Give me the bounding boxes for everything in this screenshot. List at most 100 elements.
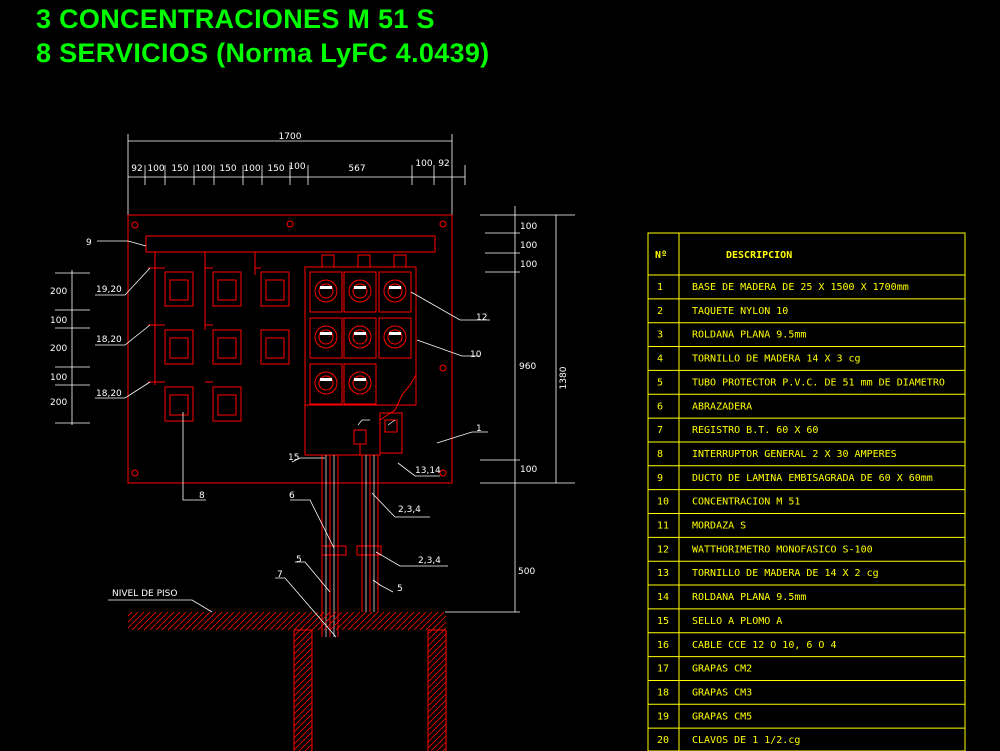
- table-cell-description: BASE DE MADERA DE 25 X 1500 X 1700mm: [692, 282, 909, 293]
- label-nivel-de-piso: NIVEL DE PISO: [112, 589, 177, 599]
- table-row: 5 TUBO PROTECTOR P.V.C. DE 51 mm DE DIAME…: [657, 377, 945, 388]
- dim-seg-2: 100: [147, 164, 164, 174]
- dim-seg-3: 150: [171, 164, 188, 174]
- table-row: 16 CABLE CCE 12 O 10, 6 O 4: [657, 640, 837, 651]
- table-cell-number: 2: [657, 306, 663, 317]
- dim-seg-8: 100: [288, 162, 305, 172]
- drawing-title-line1: 3 CONCENTRACIONES M 51 S: [36, 4, 435, 34]
- label-5-a: 5: [296, 555, 302, 565]
- label-6: 6: [289, 491, 295, 501]
- drawing-title-line2: 8 SERVICIOS (Norma LyFC 4.0439): [36, 38, 490, 68]
- table-row: 14 ROLDANA PLANA 9.5mm: [657, 592, 806, 603]
- label-1: 1: [476, 424, 482, 434]
- dim-left-200-2: 200: [50, 344, 67, 354]
- table-cell-description: MORDAZA S: [692, 521, 746, 532]
- table-cell-description: INTERRUPTOR GENERAL 2 X 30 AMPERES: [692, 449, 897, 460]
- label-2-3-4-a: 2,3,4: [398, 505, 421, 515]
- table-cell-number: 4: [657, 354, 663, 365]
- table-cell-description: WATTHORIMETRO MONOFASICO S-100: [692, 544, 873, 555]
- top-dimensions: [127, 134, 466, 215]
- table-cell-description: TORNILLO DE MADERA DE 14 X 2 cg: [692, 568, 879, 579]
- dim-right-1380: 1380: [559, 366, 569, 389]
- label-15: 15: [288, 453, 299, 463]
- table-cell-description: CONCENTRACION M 51: [692, 497, 800, 508]
- table-cell-number: 9: [657, 473, 663, 484]
- pit-wall-right: [428, 630, 446, 751]
- table-cell-number: 14: [657, 592, 669, 603]
- table-cell-description: DUCTO DE LAMINA EMBISAGRADA DE 60 X 60mm: [692, 473, 933, 484]
- dim-right-100-2: 100: [520, 241, 537, 251]
- dim-right-100-4: 100: [520, 465, 537, 475]
- table-cell-description: GRAPAS CM3: [692, 687, 752, 698]
- dim-seg-6: 100: [243, 164, 260, 174]
- table-cell-description: TORNILLO DE MADERA 14 X 3 cg: [692, 354, 861, 365]
- table-cell-number: 10: [657, 497, 669, 508]
- table-row: 9 DUCTO DE LAMINA EMBISAGRADA DE 60 X 60m…: [657, 473, 933, 484]
- floor-level-hatch: [128, 612, 446, 630]
- label-12: 12: [476, 313, 487, 323]
- table-cell-description: REGISTRO B.T. 60 X 60: [692, 425, 818, 436]
- table-cell-number: 5: [657, 377, 663, 388]
- label-2-3-4-b: 2,3,4: [418, 556, 441, 566]
- leader-lines: [95, 240, 490, 638]
- table-cell-number: 6: [657, 401, 663, 412]
- conduit-cables: [325, 455, 375, 637]
- conduits: [321, 455, 382, 637]
- table-cell-number: 13: [657, 568, 669, 579]
- table-cell-description: ABRAZADERA: [692, 401, 752, 412]
- table-row: 12 WATTHORIMETRO MONOFASICO S-100: [657, 544, 873, 555]
- table-row: 20 CLAVOS DE 1 1/2.cg: [657, 735, 800, 746]
- table-cell-description: TAQUETE NYLON 10: [692, 306, 788, 317]
- table-cell-number: 12: [657, 544, 669, 555]
- label-10: 10: [470, 350, 482, 360]
- left-dimensions: [55, 270, 90, 425]
- dim-left-100-1: 100: [50, 316, 67, 326]
- meter-readouts: [320, 286, 401, 381]
- pit-wall-left: [294, 630, 312, 751]
- dim-left-200-3: 200: [50, 398, 67, 408]
- table-header-description: DESCRIPCION: [726, 250, 792, 261]
- table-row: 18 GRAPAS CM3: [657, 687, 752, 698]
- dim-left-100-2: 100: [50, 373, 67, 383]
- table-cell-description: TUBO PROTECTOR P.V.C. DE 51 mm DE DIAMET…: [692, 377, 945, 388]
- dim-seg-11: 92: [438, 159, 449, 169]
- table-cell-number: 8: [657, 449, 663, 460]
- table-cell-number: 20: [657, 735, 669, 746]
- table-cell-description: GRAPAS CM5: [692, 711, 752, 722]
- table-cell-number: 3: [657, 330, 663, 341]
- table-cell-description: GRAPAS CM2: [692, 664, 752, 675]
- dim-1700: 1700: [279, 132, 302, 142]
- dim-seg-5: 150: [219, 164, 236, 174]
- breaker-wiring: [148, 252, 261, 385]
- dim-right-960: 960: [519, 362, 536, 372]
- table-cell-description: CLAVOS DE 1 1/2.cg: [692, 735, 800, 746]
- table-cell-number: 18: [657, 687, 669, 698]
- inspection-pit: [293, 629, 447, 751]
- dim-seg-1: 92: [131, 164, 142, 174]
- white-wiring: [357, 419, 396, 426]
- table-border: [647, 232, 966, 751]
- table-header-no: Nº: [655, 250, 667, 261]
- main-switch: [353, 412, 403, 455]
- dim-seg-9: 567: [348, 164, 365, 174]
- table-cell-description: ROLDANA PLANA 9.5mm: [692, 330, 806, 341]
- table-row: 2 TAQUETE NYLON 10: [657, 306, 788, 317]
- label-7: 7: [277, 570, 283, 580]
- dim-seg-10: 100: [415, 159, 432, 169]
- table-row: 7 REGISTRO B.T. 60 X 60: [657, 425, 818, 436]
- table-cell-number: 7: [657, 425, 663, 436]
- table-row: 3 ROLDANA PLANA 9.5mm: [657, 330, 806, 341]
- table-cell-description: ROLDANA PLANA 9.5mm: [692, 592, 806, 603]
- dim-seg-4: 100: [195, 164, 212, 174]
- table-cell-number: 16: [657, 640, 669, 651]
- dim-right-100-1: 100: [520, 222, 537, 232]
- table-cell-description: CABLE CCE 12 O 10, 6 O 4: [692, 640, 837, 651]
- breakers: [164, 271, 290, 422]
